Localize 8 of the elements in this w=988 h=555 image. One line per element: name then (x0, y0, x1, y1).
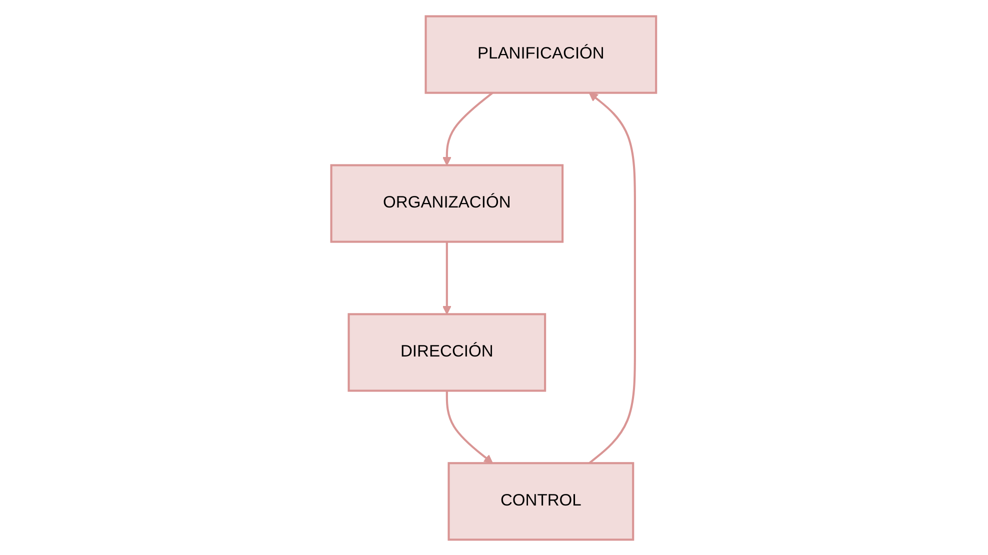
arrow (442, 241, 452, 314)
node-box: PLANIFICACIÓN (425, 14, 658, 94)
node-box: DIRECCIÓN (348, 312, 546, 392)
arrow (588, 92, 636, 464)
node-box: CONTROL (448, 462, 634, 540)
arrow (446, 390, 494, 464)
node-box: ORGANIZACIÓN (330, 164, 564, 242)
arrow (442, 92, 494, 166)
